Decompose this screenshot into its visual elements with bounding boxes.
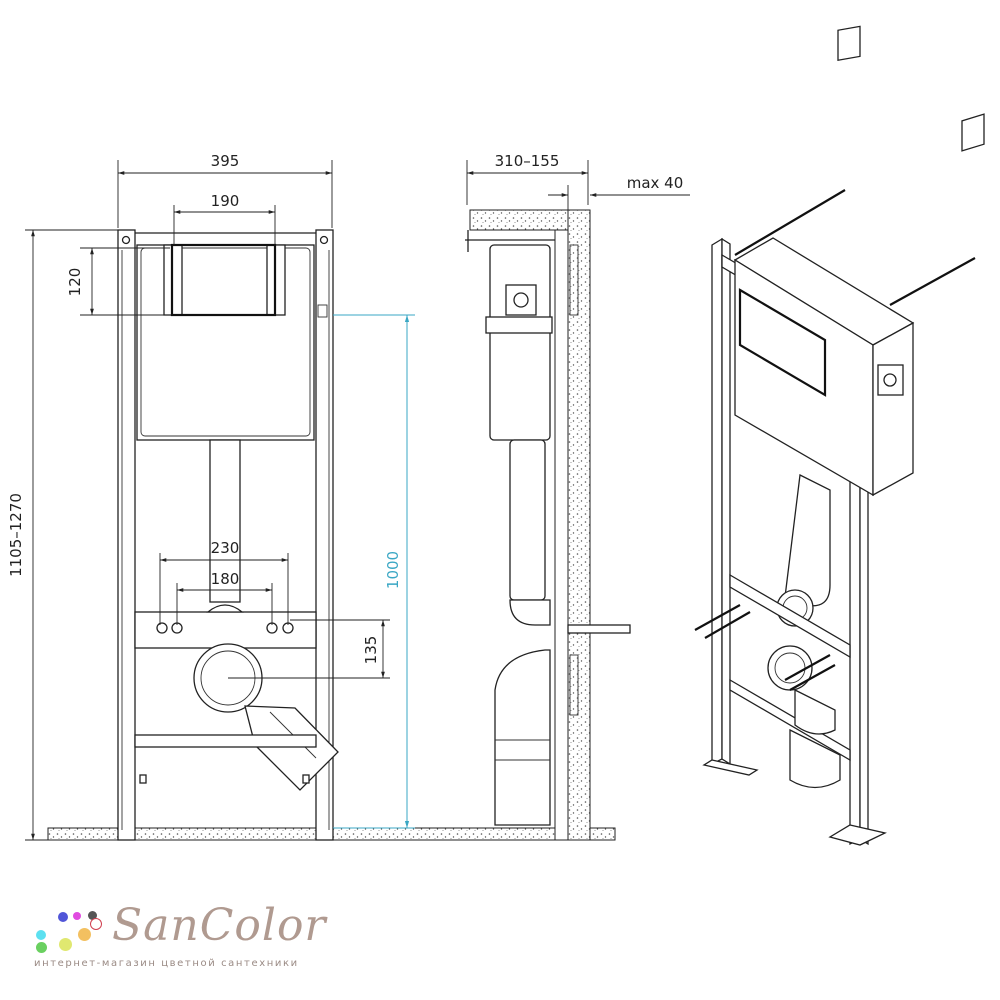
flush-pipe (209, 439, 241, 603)
dim-max-wall: max 40 (627, 174, 684, 192)
dim-drain-height: 135 (362, 636, 380, 665)
logo-tagline: интернет-магазин цветной сантехники (34, 958, 299, 969)
logo-dot-icon (88, 911, 97, 920)
dim-outer-fixing: 230 (211, 539, 240, 557)
logo-dot-icon (73, 912, 81, 920)
logo-dot-icon (36, 930, 46, 940)
dim-height-range: 1105–1270 (7, 493, 25, 577)
dim-plate-height: 120 (66, 268, 84, 297)
dim-water-inlet-height: 1000 (384, 551, 402, 589)
dim-depth-range: 310–155 (495, 152, 560, 170)
front-view: 395 190 120 1105–1270 230 180 135 1000 (7, 152, 616, 841)
cistern-side (489, 244, 551, 441)
logo-dot-icon (78, 928, 91, 941)
dim-width-total: 395 (211, 152, 240, 170)
logo-brand: SanColor (112, 900, 327, 951)
logo-dot-icon (59, 938, 72, 951)
dim-inner-fixing: 180 (211, 570, 240, 588)
dim-plate-width: 190 (211, 192, 240, 210)
flush-plate-opening (170, 243, 277, 317)
logo-dot-icon (90, 918, 102, 930)
logo-dot-icon (36, 942, 47, 953)
isometric-view (694, 25, 985, 846)
left-post (117, 229, 136, 841)
side-view: 310–155 max 40 (465, 152, 690, 841)
wall-section (567, 209, 591, 841)
logo-dot-icon (58, 912, 68, 922)
bowl-support (494, 649, 551, 826)
